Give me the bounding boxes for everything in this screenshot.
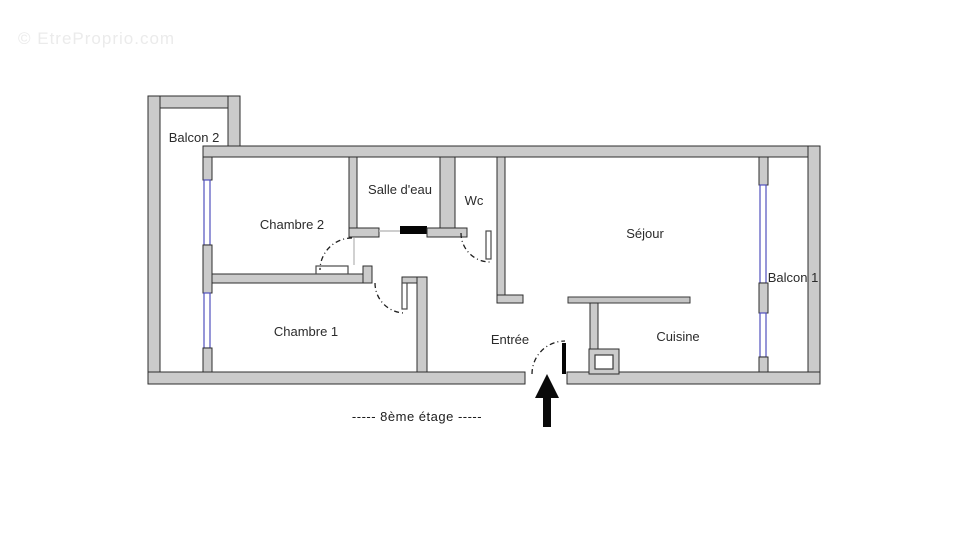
room-label-entree: Entrée — [491, 332, 529, 347]
shaft-inner — [594, 354, 614, 370]
wall-cuisine-west — [589, 302, 599, 352]
wall-stub — [758, 356, 769, 373]
wall-salledeau-bottom — [348, 227, 380, 238]
wall-stub — [202, 156, 213, 181]
wall-outer-right — [807, 145, 821, 385]
wall-wc-bottom — [426, 227, 468, 238]
door-swing-arc-chambre2 — [319, 237, 353, 271]
room-label-salle-deau: Salle d'eau — [368, 182, 432, 197]
room-label-balcon-2: Balcon 2 — [169, 130, 220, 145]
outer-walls — [147, 95, 821, 385]
wall-outer-left — [147, 95, 161, 385]
wall-chambre-divider — [211, 273, 373, 284]
wall-sejour-west — [496, 156, 506, 298]
east-window-wall — [758, 156, 769, 373]
window-chambre2-icon — [203, 179, 211, 246]
wall-hallway-west — [416, 276, 428, 373]
wall-stub — [758, 282, 769, 314]
wall-stub — [758, 156, 769, 186]
sliding-door-salledeau-icon — [400, 226, 427, 234]
door-swing-arc-entry — [531, 340, 566, 375]
doors — [315, 230, 566, 375]
room-label-sejour: Séjour — [626, 226, 664, 241]
wall-stub — [202, 347, 213, 373]
wall-salledeau-west — [348, 156, 358, 238]
room-label-cuisine: Cuisine — [656, 329, 699, 344]
door-swing-arc-chambre1 — [374, 282, 406, 314]
interior-walls — [211, 156, 691, 375]
floor-caption: ----- 8ème étage ----- — [352, 409, 482, 424]
window-cuisine-icon — [759, 312, 767, 358]
wall-balcon2-top — [147, 95, 241, 109]
wall-bottom-left-segment — [147, 371, 526, 385]
door-leaf-chambre2 — [315, 265, 349, 275]
west-inner-wall — [202, 156, 213, 373]
room-label-balcon-1: Balcon 1 — [768, 270, 819, 285]
room-labels: Balcon 2 Chambre 2 Salle d'eau Wc Séjour… — [169, 130, 819, 347]
room-label-wc: Wc — [465, 193, 484, 208]
watermark-text: © EtreProprio.com — [18, 29, 175, 48]
wall-cuisine-top — [567, 296, 691, 304]
room-label-chambre-2: Chambre 2 — [260, 217, 324, 232]
door-leaf-entry — [562, 343, 566, 374]
window-chambre1-icon — [203, 292, 211, 349]
door-leaf-wc — [485, 230, 492, 260]
room-label-chambre-1: Chambre 1 — [274, 324, 338, 339]
door-swing-arc-wc — [460, 232, 491, 263]
wall-top-main — [202, 145, 821, 158]
window-sejour-icon — [759, 184, 767, 284]
wall-jamb — [362, 265, 373, 284]
wall-sejour-west-foot — [496, 294, 524, 304]
wall-stub — [202, 244, 213, 294]
door-leaf-chambre1 — [401, 282, 408, 310]
entrance-arrow-icon — [535, 374, 559, 427]
wall-bottom-right-segment — [566, 371, 821, 385]
wall-salledeau-wc — [439, 156, 456, 229]
